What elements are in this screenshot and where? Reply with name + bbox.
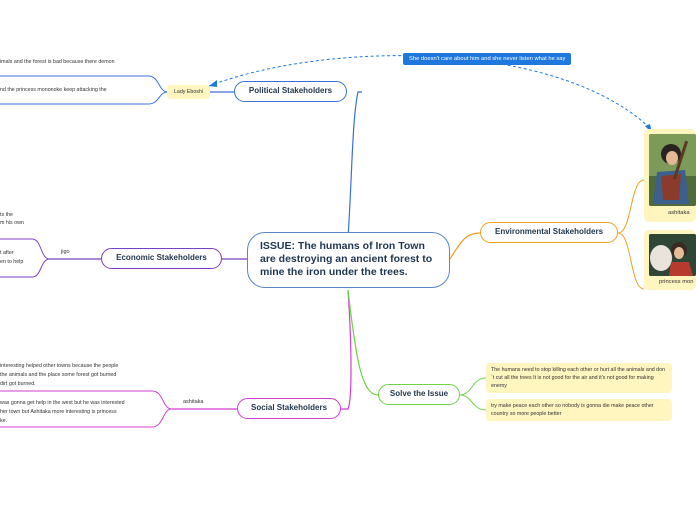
relation-dashed-arrow [208,55,653,131]
social-note-2-line-2: her town but Ashitaka more interesting i… [0,409,117,415]
princess-mononoke-card-caption: princess mon [659,279,694,285]
environmental-stakeholders-node[interactable]: Environmental Stakeholders [480,222,618,243]
economic-note-4: en to help [0,259,24,265]
political-note-1: imals and the forest is bad because ther… [0,59,115,65]
link-ashitaka-note1 [0,390,173,410]
solve-the-issue-node[interactable]: Solve the Issue [378,384,460,405]
social-stakeholders-node[interactable]: Social Stakeholders [237,398,341,419]
link-ashitaka-note2 [0,408,173,428]
ashitaka-social-node[interactable]: ashitaka [183,399,204,405]
social-note-1-line-3: dirt got burned. [0,381,36,387]
political-stakeholders-node[interactable]: Political Stakeholders [234,81,347,102]
ashitaka-card-caption: ashitaka [668,210,690,216]
link-jigo-note-bottom [0,258,51,278]
relation-arrowhead-eboshi [209,80,217,87]
link-solve-note2 [459,394,487,411]
link-eboshi-note2 [0,91,169,105]
princess-mononoke-picture [649,234,696,276]
ashitaka-picture [649,134,696,206]
economic-note-1: ts the [0,212,13,218]
link-environmental-card1 [617,179,645,234]
central-topic[interactable]: ISSUE: The humans of Iron Town are destr… [247,232,450,288]
link-jigo-note-top [0,238,51,260]
ashitaka-image-card[interactable]: ashitaka [644,129,696,222]
social-note-2-line-3: ke. [0,418,8,424]
link-central-solve [347,289,379,396]
link-central-political [347,91,362,238]
social-note-1-line-1: interesting helped other towns because t… [0,363,119,369]
social-note-1-line-2: the animals and the place some forest go… [0,372,117,378]
economic-stakeholders-label: Economic Stakeholders [116,253,207,262]
economic-note-2: m his own [0,220,24,226]
jigo-node[interactable]: jigo [61,249,70,255]
link-central-social [341,289,352,410]
central-topic-text: ISSUE: The humans of Iron Town are destr… [260,240,433,278]
princess-mononoke-illustration-icon [649,234,696,276]
political-stakeholders-label: Political Stakeholders [248,86,333,95]
economic-note-3: t after [0,250,14,256]
political-note-2: nd the princess mononoke keep attacking … [0,87,107,93]
link-environmental-card2 [617,232,645,290]
solve-note-1[interactable]: The humans need to stop killing each oth… [486,363,672,393]
princess-mononoke-image-card[interactable]: princess mon [644,230,696,290]
link-central-environmental [449,232,481,260]
social-stakeholders-label: Social Stakeholders [250,403,328,412]
solve-note-2[interactable]: try make peace each other so nobody is g… [486,399,672,421]
link-solve-note1 [459,377,487,396]
link-eboshi-note1 [0,75,169,93]
social-note-2-line-1: was gonna get help in the west but he wa… [0,400,125,406]
economic-stakeholders-node[interactable]: Economic Stakeholders [101,248,222,269]
relationship-callout[interactable]: She doesn't care about him and she never… [403,53,572,65]
environmental-stakeholders-label: Environmental Stakeholders [494,227,604,236]
ashitaka-illustration-icon [649,134,696,206]
lady-eboshi-node[interactable]: Lady Eboshi [167,85,210,99]
solve-the-issue-label: Solve the Issue [389,389,449,398]
